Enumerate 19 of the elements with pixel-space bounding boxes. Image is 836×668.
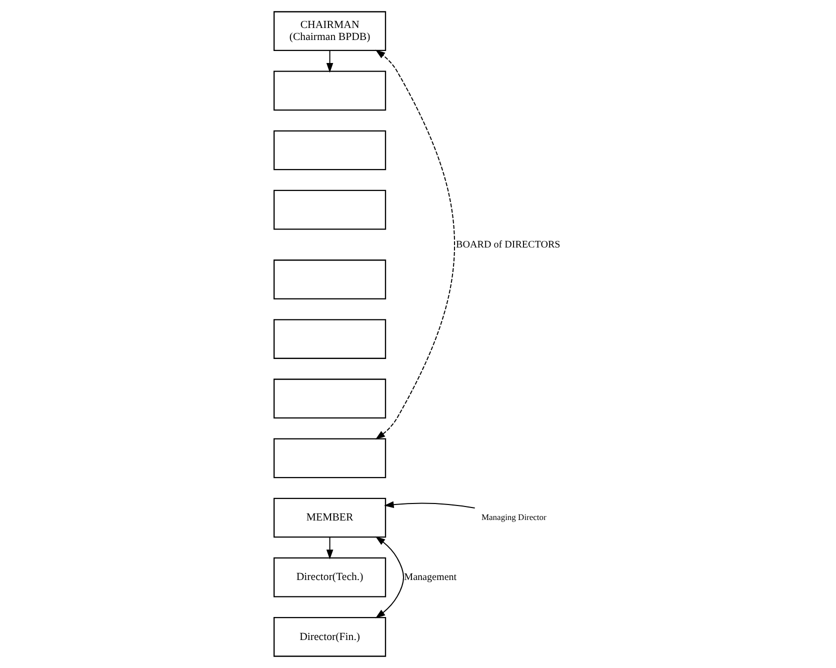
- arrow: [375, 50, 455, 440]
- node-box: [274, 260, 386, 300]
- node-box: [274, 378, 386, 419]
- arrow: [375, 536, 404, 618]
- node-box: [274, 438, 386, 478]
- arrow: [384, 501, 475, 509]
- node-text: Managing Director: [481, 512, 546, 522]
- node-box: [274, 130, 386, 170]
- node-box: Director(Tech.): [274, 557, 386, 598]
- edge-label: Management: [404, 572, 457, 583]
- arrow: [326, 537, 334, 560]
- edge-label: BOARD of DIRECTORS: [456, 239, 560, 250]
- node-box: [274, 319, 386, 359]
- node-box: CHAIRMAN (Chairman BPDB): [274, 11, 386, 52]
- node-box: Director(Fin.): [274, 616, 386, 657]
- node-box: [274, 190, 386, 230]
- arrow: [326, 50, 334, 73]
- node-box: MEMBER: [274, 498, 386, 538]
- node-box: [274, 70, 386, 111]
